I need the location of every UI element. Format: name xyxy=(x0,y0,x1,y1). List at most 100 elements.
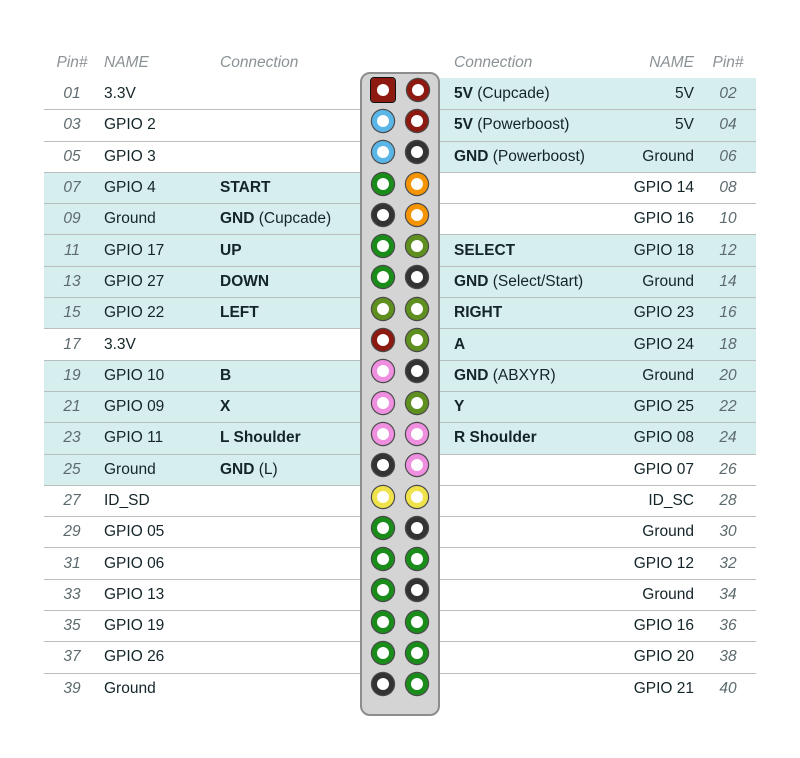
row-right-group: GPIO 16 10 xyxy=(440,203,756,235)
pin-number-left: 13 xyxy=(63,272,81,290)
connector-pin-row xyxy=(362,512,438,543)
connector-pin-row xyxy=(362,575,438,606)
connection-label: 5V xyxy=(454,84,473,102)
pin-connection-left: B xyxy=(208,367,360,385)
connector-pin-row xyxy=(362,356,438,387)
pin-number-left: 03 xyxy=(63,116,81,134)
header-right-name: NAME xyxy=(649,54,694,71)
connection-label: GND xyxy=(454,147,489,165)
pin-name-right: GPIO 12 xyxy=(633,554,694,572)
connector-pin-35 xyxy=(372,610,394,633)
connection-note: (Powerboost) xyxy=(472,116,570,134)
pin-name-left: Ground xyxy=(104,679,156,697)
connection-note: (L) xyxy=(254,460,278,478)
header-left-pin: Pin# xyxy=(56,54,88,71)
pin-connection-left: GND (Cupcade) xyxy=(208,210,360,228)
pin-number-right: 02 xyxy=(719,84,737,102)
pin-number-right: 30 xyxy=(719,523,737,541)
pin-name-left: Ground xyxy=(104,210,156,228)
connection-note: (Cupcade) xyxy=(472,84,550,102)
connector-pin-13 xyxy=(372,266,394,289)
connector-pin-row xyxy=(362,544,438,575)
header-left-name: NAME xyxy=(104,54,149,71)
pin-connection-right: 5V (Cupcade) xyxy=(440,85,592,103)
connection-label: SELECT xyxy=(454,241,516,259)
pin-connection-left: L Shoulder xyxy=(208,429,360,447)
pin-name-right: Ground xyxy=(642,272,694,290)
connector-pin-row xyxy=(362,450,438,481)
pin-number-left: 17 xyxy=(63,335,81,353)
pin-name-right: GPIO 24 xyxy=(633,335,694,353)
connector-pin-row xyxy=(362,199,438,230)
header-left-group: Pin# NAME Connection xyxy=(44,48,360,78)
pin-number-right: 04 xyxy=(719,116,737,134)
pin-number-right: 12 xyxy=(719,241,737,259)
connector-pin-row xyxy=(362,418,438,449)
connector-pin-row xyxy=(362,105,438,136)
connector-pin-28 xyxy=(406,485,428,508)
pin-number-left: 21 xyxy=(63,398,81,416)
connection-note: (Cupcade) xyxy=(254,210,332,228)
pin-name-left: GPIO 4 xyxy=(104,179,156,197)
pin-name-left: GPIO 2 xyxy=(104,116,156,134)
pin-name-left: GPIO 11 xyxy=(104,429,164,447)
header-right-pin: Pin# xyxy=(712,54,744,71)
connector-pin-20 xyxy=(406,360,428,383)
header-right-connection: Connection xyxy=(454,54,533,71)
pin-number-right: 26 xyxy=(719,460,737,478)
pin-name-left: Ground xyxy=(104,460,156,478)
pin-name-right: GPIO 16 xyxy=(633,210,694,228)
pin-name-right: GPIO 14 xyxy=(633,179,694,197)
pin-number-left: 05 xyxy=(63,147,81,165)
connection-label: GND xyxy=(454,366,489,384)
pin-connection-left: LEFT xyxy=(208,304,360,322)
pin-number-right: 10 xyxy=(719,210,737,228)
pin-name-left: GPIO 17 xyxy=(104,241,165,259)
pin-name-right: GPIO 08 xyxy=(633,429,694,447)
pin-number-left: 07 xyxy=(63,179,81,197)
connector-pin-30 xyxy=(406,516,428,539)
pin-name-right: GPIO 25 xyxy=(633,398,694,416)
connection-label: R Shoulder xyxy=(454,429,537,447)
table-header-row: Pin# NAME Connection Connection NAME Pin… xyxy=(44,48,756,78)
pin-connection-right: Y xyxy=(440,398,592,416)
pin-name-right: Ground xyxy=(642,147,694,165)
row-left-group: 17 3.3V xyxy=(44,328,360,360)
connector-pin-32 xyxy=(406,548,428,571)
pin-number-left: 01 xyxy=(63,84,81,102)
pin-connection-left: GND (L) xyxy=(208,461,360,479)
pin-number-right: 34 xyxy=(719,585,737,603)
connector-pin-15 xyxy=(372,297,394,320)
pin-connection-right: GND (Select/Start) xyxy=(440,273,592,291)
pin-name-left: 3.3V xyxy=(104,335,136,353)
connection-label: A xyxy=(454,335,466,353)
pin-connection-left: DOWN xyxy=(208,273,360,291)
pin-connection-right: A xyxy=(440,336,592,354)
pin-name-right: GPIO 18 xyxy=(633,241,694,259)
